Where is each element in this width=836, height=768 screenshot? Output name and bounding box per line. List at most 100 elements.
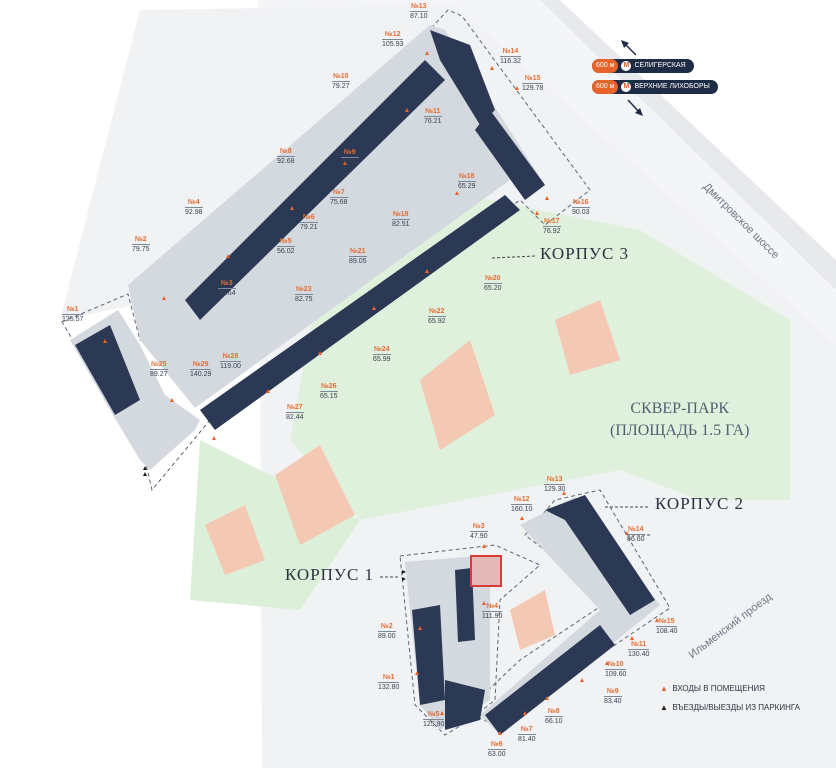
- unit-area: 56.03: [341, 159, 359, 166]
- unit-area: 82.75: [295, 296, 313, 303]
- black-triangle-icon: ▲: [660, 703, 668, 712]
- unit-number: №11: [628, 640, 650, 650]
- unit-number: №12: [382, 30, 404, 40]
- callout-line: [491, 255, 536, 259]
- unit-number: №14: [627, 526, 645, 535]
- unit-area: 65.29: [458, 183, 476, 190]
- unit-number: №15: [656, 617, 678, 627]
- unit-number: №6: [488, 740, 506, 750]
- unit-area: 89.27: [150, 371, 168, 378]
- parking-markers: [143, 466, 406, 581]
- unit-number: №6: [300, 213, 318, 223]
- unit-area: 83.40: [604, 698, 622, 705]
- unit-area: 79.21: [300, 224, 318, 231]
- unit-area: 90.03: [572, 209, 590, 216]
- unit-number: №10: [332, 73, 350, 82]
- korpus-3-label: КОРПУС 3: [540, 244, 630, 263]
- unit-area: 89.05: [349, 258, 367, 265]
- arrow-head: [635, 108, 643, 116]
- unit-area: 63.00: [488, 751, 506, 758]
- unit-number: №27: [286, 404, 304, 413]
- unit-number: №28: [220, 352, 241, 362]
- korpus-1-building: [445, 680, 485, 730]
- unit-number: №2: [378, 622, 396, 632]
- unit-number: №13: [544, 475, 566, 485]
- unit-area: 76.92: [543, 228, 561, 235]
- unit-area: 108.40: [656, 628, 678, 635]
- unit-number: №5: [277, 237, 295, 247]
- unit-area: 65.15: [320, 393, 338, 400]
- unit-area: 130.40: [628, 651, 650, 658]
- unit-number: №3: [470, 522, 488, 532]
- unit-number: №13: [410, 3, 428, 12]
- unit-number: №12: [511, 495, 533, 505]
- unit-number: №14: [500, 47, 521, 57]
- unit-area: 65.99: [373, 356, 391, 363]
- unit-area: 111.90: [482, 613, 503, 620]
- unit-number: №26: [320, 383, 338, 392]
- unit-area: 92.68: [277, 158, 295, 165]
- unit-number: №29: [190, 360, 212, 370]
- playground: [420, 340, 495, 450]
- unit-number: №24: [373, 346, 391, 355]
- entrance-markers: [103, 51, 659, 735]
- unit-number: №4: [482, 602, 503, 612]
- unit-number: №1: [62, 305, 84, 315]
- korpus-2-label: КОРПУС 2: [655, 494, 745, 513]
- korpus-2-building: [545, 495, 655, 615]
- unit-area: 92.98: [185, 209, 203, 216]
- unit-area: 116.32: [500, 58, 521, 65]
- korpus-3-building: [185, 60, 445, 320]
- unit-area: 129.30: [544, 486, 566, 493]
- unit-area: 76.64: [218, 290, 236, 297]
- unit-number: №8: [545, 707, 563, 717]
- korpus-3-building: [200, 195, 520, 430]
- unit-number: №11: [424, 108, 442, 117]
- unit-area: 82.44: [286, 414, 304, 421]
- orange-triangle-icon: ▲: [660, 684, 668, 693]
- legend: ▲ ВХОДЫ В ПОМЕЩЕНИЯ ▲ ВЪЕЗДЫ/ВЫЕЗДЫ ИЗ П…: [660, 684, 800, 712]
- unit-number: №10: [605, 660, 627, 670]
- unit-number: №25: [150, 361, 168, 370]
- unit-number: №20: [484, 275, 502, 284]
- unit-number: №1: [378, 673, 400, 683]
- unit-number: №21: [349, 248, 367, 257]
- korpus-2-building: [485, 625, 615, 735]
- unit-number: №18: [458, 173, 476, 182]
- unit-area: 105.93: [382, 41, 404, 48]
- unit-number: №5: [423, 710, 445, 720]
